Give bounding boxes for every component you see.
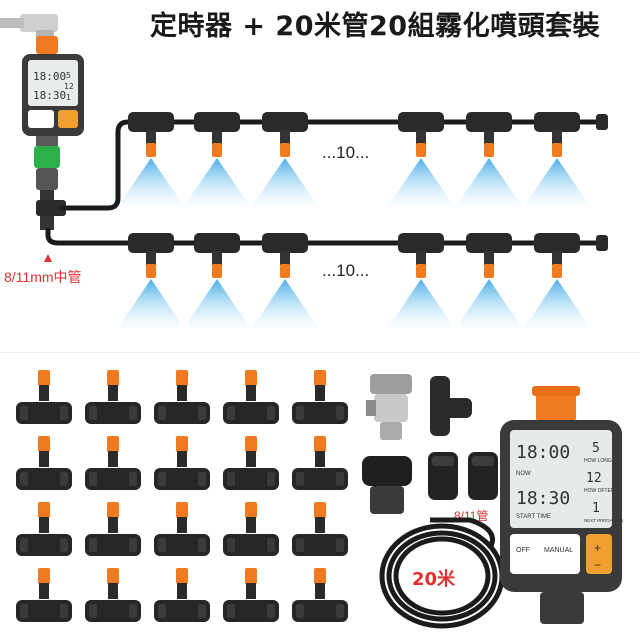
sprayer-unit xyxy=(456,233,522,328)
big-timer-time-top: 18:00 xyxy=(516,442,570,463)
sprayer-tee xyxy=(223,370,279,424)
sprayer-tee xyxy=(292,568,348,622)
sprayer-tee xyxy=(154,502,210,556)
row2-ellipsis: ...10... xyxy=(322,261,369,280)
sprayer-unit xyxy=(118,112,184,206)
sprayer-tee xyxy=(85,568,141,622)
big-timer-label-bot: NEXT IRRIGATION xyxy=(584,518,623,523)
connector-green xyxy=(34,136,66,230)
sprayer-tee xyxy=(154,436,210,490)
sprayer-unit xyxy=(524,233,590,328)
pipe-label: 8/11mm中管 xyxy=(4,269,82,285)
sprayer-tee xyxy=(223,436,279,490)
big-timer-label-mid: HOW OFTEN xyxy=(584,488,615,494)
sprayer-unit xyxy=(388,112,454,206)
sprayer-row-1 xyxy=(118,112,608,206)
elbow-connector xyxy=(430,376,472,436)
timer-val-bot: 1 xyxy=(66,93,71,102)
big-timer-label-now: NOW xyxy=(516,471,531,477)
sprayer-tee xyxy=(16,370,72,424)
sprayer-tee xyxy=(16,436,72,490)
sprayer-grid xyxy=(16,370,348,622)
timer-val-top: 5 xyxy=(66,71,71,80)
hose-system xyxy=(45,119,605,246)
big-timer-label-top: HOW LONG xyxy=(584,458,612,464)
faucet-adapter xyxy=(366,374,412,440)
sprayer-tee xyxy=(292,436,348,490)
sprayer-tee xyxy=(292,370,348,424)
sprayer-unit xyxy=(252,112,318,206)
timer-time-mid: 18:30 xyxy=(33,89,66,102)
sprayer-tee xyxy=(16,568,72,622)
big-timer-label-start: START TIME xyxy=(516,514,551,520)
hose-label: 20米 xyxy=(412,568,456,590)
timer-val-mid: 12 xyxy=(64,82,74,91)
sprayer-tee xyxy=(85,436,141,490)
sprayer-unit xyxy=(184,233,250,328)
sprayer-unit xyxy=(118,233,184,328)
page-title: 定時器 + 20米管20組霧化噴頭套裝 xyxy=(150,11,601,42)
end-plug xyxy=(428,452,458,500)
sprayer-tee xyxy=(85,370,141,424)
sprayer-tee xyxy=(85,502,141,556)
sprayer-unit xyxy=(388,233,454,328)
faucet xyxy=(0,14,58,40)
big-timer-btn-off: OFF xyxy=(516,547,530,554)
sprayer-row-2 xyxy=(118,233,608,328)
pipe-pointer-icon xyxy=(44,254,52,262)
sprayer-tee xyxy=(223,568,279,622)
timer-small: 18:00 18:30 5 12 1 xyxy=(22,36,84,136)
big-timer-val-mid: 12 xyxy=(586,471,602,486)
sprayer-tee xyxy=(292,502,348,556)
sprayer-unit xyxy=(456,112,522,206)
quick-connector xyxy=(362,456,412,514)
sprayer-unit xyxy=(184,112,250,206)
big-timer-minus: − xyxy=(594,558,601,572)
big-timer-val-top: 5 xyxy=(592,441,600,456)
big-timer-val-bot: 1 xyxy=(592,501,600,516)
big-timer-btn-manual: MANUAL xyxy=(544,547,573,554)
timer-large: 18:00 NOW 18:30 START TIME 5 HOW LONG 12… xyxy=(500,386,623,624)
sprayer-unit xyxy=(252,233,318,328)
section-divider xyxy=(0,352,640,353)
big-timer-plus: + xyxy=(594,541,601,555)
sprayer-tee xyxy=(154,568,210,622)
row1-ellipsis: ...10... xyxy=(322,143,369,162)
sprayer-unit xyxy=(524,112,590,206)
end-plug xyxy=(468,452,498,500)
big-timer-time-bot: 18:30 xyxy=(516,488,570,509)
sprayer-tee xyxy=(16,502,72,556)
timer-time-top: 18:00 xyxy=(33,70,66,83)
sprayer-tee xyxy=(223,502,279,556)
sprayer-tee xyxy=(154,370,210,424)
